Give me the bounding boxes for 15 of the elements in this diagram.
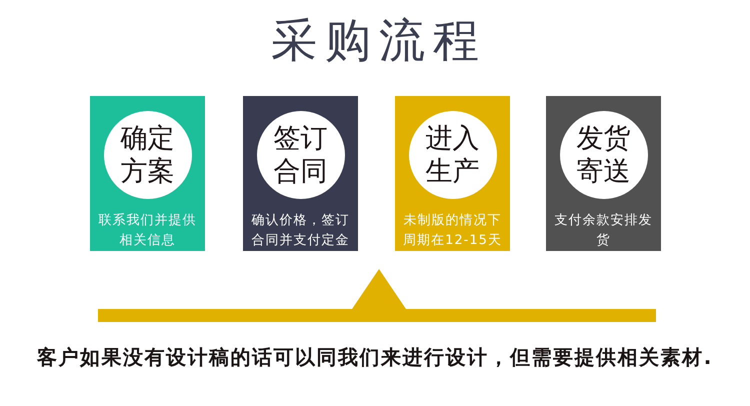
step-description: 联系我们并提供相关信息 <box>98 212 198 250</box>
step-circle: 进入生产 <box>408 111 496 199</box>
step-card <box>243 96 358 251</box>
step-circle: 确定方案 <box>104 111 192 199</box>
step-description: 支付余款安排发货 <box>554 212 654 250</box>
step-description: 未制版的情况下周期在12-15天 <box>402 212 503 250</box>
step-card <box>546 96 661 251</box>
title: 采购流程 <box>270 12 488 68</box>
step-card <box>395 96 510 251</box>
pointer-bar <box>98 269 656 322</box>
step-circle: 发货寄送 <box>560 111 648 199</box>
step-card <box>90 96 205 251</box>
step-description: 确认价格，签订合同并支付定金 <box>250 212 350 250</box>
note: 客户如果没有设计稿的话可以同我们来进行设计，但需要提供相关素材. <box>36 344 714 370</box>
step-circle: 签订合同 <box>256 111 344 199</box>
